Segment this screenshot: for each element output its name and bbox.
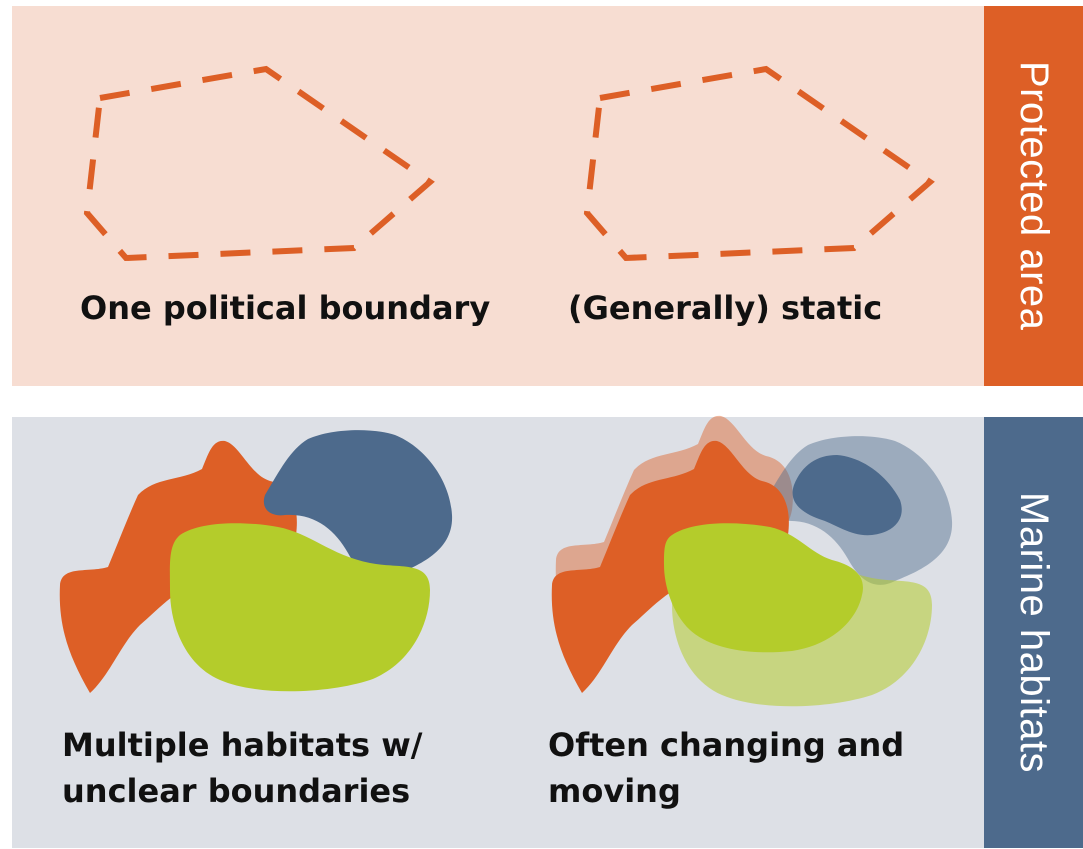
shifting-habitats-icon	[551, 415, 953, 707]
blue-habitat-shape	[263, 430, 453, 579]
caption-often-changing: Often changing and moving	[548, 722, 904, 814]
dashed-boundary-icon	[583, 65, 935, 262]
habitat-blobs-icon	[59, 430, 453, 693]
protected-area-band: Protected area	[984, 6, 1083, 386]
protected-area-panel	[12, 6, 984, 386]
marine-habitats-band: Marine habitats	[984, 417, 1083, 848]
caption-often-changing-line2: moving	[548, 772, 681, 810]
caption-generally-static: (Generally) static	[568, 289, 883, 327]
caption-one-political-boundary: One political boundary	[80, 289, 491, 327]
blue-habitat-shape	[792, 455, 902, 536]
green-habitat-shape	[169, 523, 430, 692]
dashed-boundary-icon	[83, 65, 435, 262]
caption-often-changing-line1: Often changing and	[548, 726, 905, 764]
green-habitat-shape	[664, 523, 863, 653]
caption-multiple-habitats-line1: Multiple habitats w/	[62, 726, 423, 764]
protected-area-label: Protected area	[1012, 61, 1056, 331]
caption-multiple-habitats-line2: unclear boundaries	[62, 772, 411, 810]
caption-multiple-habitats: Multiple habitats w/ unclear boundaries	[62, 722, 422, 814]
marine-habitats-label: Marine habitats	[1012, 492, 1056, 773]
